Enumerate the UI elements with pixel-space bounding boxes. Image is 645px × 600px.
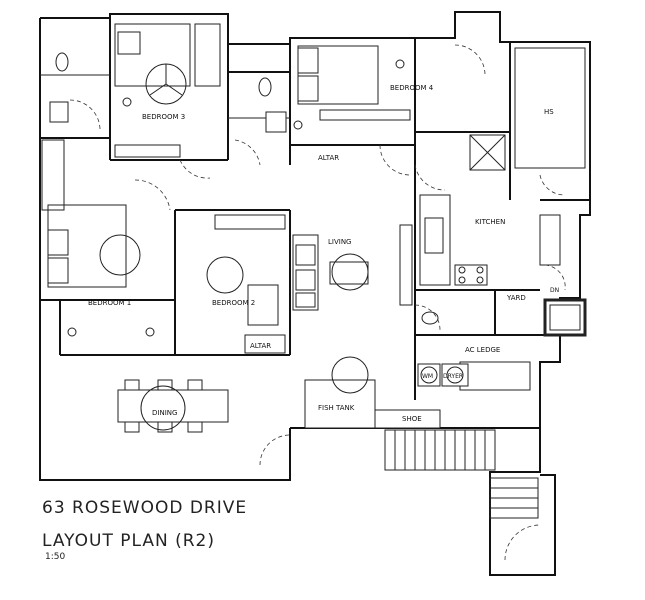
household-shelter bbox=[514, 47, 586, 169]
bedroom-2-furniture bbox=[206, 214, 286, 354]
label-fish-tank: FISH TANK bbox=[318, 404, 355, 412]
dining-furniture bbox=[117, 379, 229, 433]
wm-dryer bbox=[417, 298, 587, 387]
label-hs: HS bbox=[544, 108, 554, 116]
stairs bbox=[259, 361, 541, 561]
scale-label: 1:50 bbox=[45, 552, 66, 562]
label-ac-ledge: AC LEDGE bbox=[465, 346, 500, 354]
door-swings bbox=[69, 99, 566, 331]
label-shoe: SHOE bbox=[402, 415, 422, 423]
outer-wall-left bbox=[39, 18, 291, 481]
label-altar-top: ALTAR bbox=[318, 154, 339, 162]
label-bedroom-2: BEDROOM 2 bbox=[212, 299, 255, 307]
bedroom-4-furniture bbox=[293, 44, 486, 130]
fish-tank-area bbox=[304, 356, 441, 429]
label-bedroom-3: BEDROOM 3 bbox=[142, 113, 185, 121]
address-title: 63 ROSEWOOD DRIVE bbox=[42, 498, 248, 518]
label-altar-bottom: ALTAR bbox=[250, 342, 271, 350]
label-dining: DINING bbox=[152, 409, 177, 417]
internal-walls bbox=[40, 18, 590, 400]
bathroom-fixtures bbox=[49, 52, 439, 325]
plan-title: LAYOUT PLAN (R2) bbox=[42, 531, 215, 551]
label-bedroom-1: BEDROOM 1 bbox=[88, 299, 131, 307]
label-wm: WM bbox=[422, 373, 433, 380]
label-bedroom-4: BEDROOM 4 bbox=[390, 84, 434, 92]
label-living: LIVING bbox=[328, 238, 351, 246]
label-dryer: DRYER bbox=[443, 373, 463, 380]
kitchen-fixtures bbox=[419, 134, 561, 286]
bedroom-3-furniture bbox=[114, 23, 221, 158]
living-furniture bbox=[292, 224, 413, 311]
label-yard: YARD bbox=[506, 294, 526, 302]
bedroom-1-furniture bbox=[41, 139, 155, 337]
label-kitchen: KITCHEN bbox=[475, 218, 505, 226]
label-dn: DN bbox=[550, 287, 559, 294]
